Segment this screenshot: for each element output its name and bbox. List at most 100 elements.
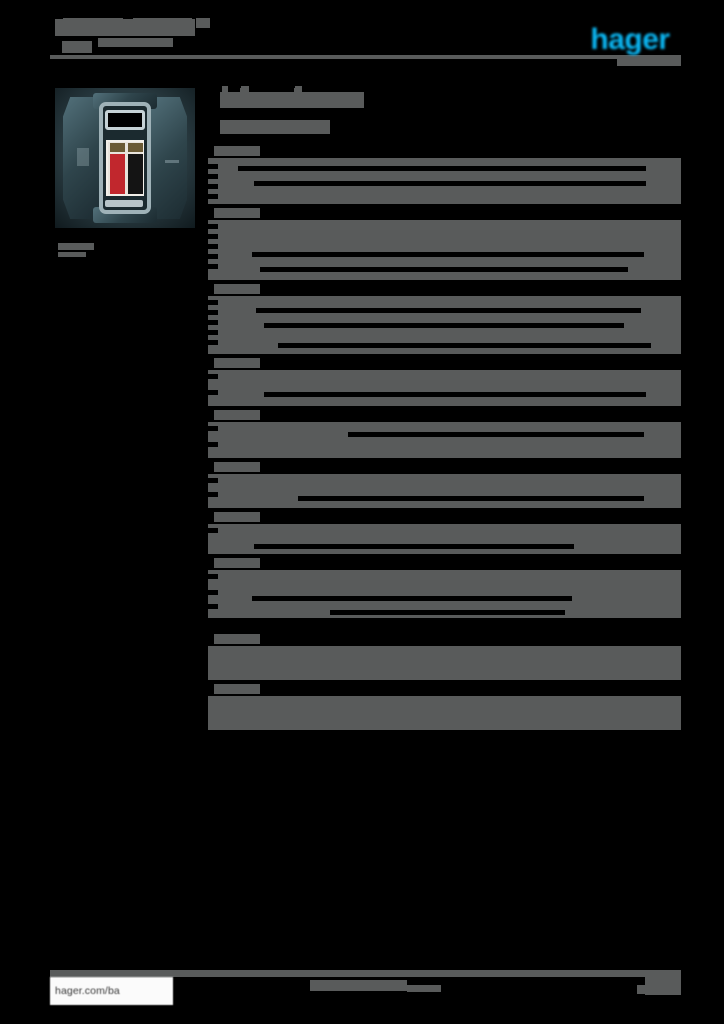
spec-group-band	[208, 696, 681, 730]
specification-table	[208, 146, 681, 730]
spec-row-separator	[252, 252, 644, 257]
spec-group-label-text	[214, 146, 260, 156]
spec-row-separator	[256, 308, 641, 313]
spec-group-band	[208, 646, 681, 680]
spec-group-label-text	[214, 208, 260, 218]
spec-footer-group	[208, 684, 681, 730]
spec-row-tick	[208, 244, 218, 249]
spec-group	[208, 358, 681, 406]
spec-group-band	[208, 220, 681, 280]
spec-group-label-text	[214, 284, 260, 294]
terminal-block	[106, 140, 144, 196]
spec-row-tick	[208, 390, 218, 395]
page-header: hager	[0, 0, 724, 92]
spec-group-band	[208, 474, 681, 508]
spec-row-tick	[208, 478, 218, 483]
header-subtitle	[62, 41, 92, 53]
spec-row-tick	[208, 590, 218, 595]
spec-group-label-text	[214, 410, 260, 420]
spec-row-tick	[208, 300, 218, 305]
spec-row-separator	[254, 544, 574, 549]
spec-group-label-text	[214, 358, 260, 368]
spec-row-separator	[264, 392, 646, 397]
spec-group	[208, 410, 681, 458]
spec-group	[208, 208, 681, 280]
spec-row-tick	[208, 320, 218, 325]
terminal-contact-left	[110, 143, 125, 152]
spec-group-label-text	[214, 684, 260, 694]
product-bottom-notch	[105, 200, 143, 207]
spec-row-tick	[208, 264, 218, 269]
section-title-ascender-1	[222, 88, 228, 94]
header-divider-tail	[617, 59, 681, 66]
spec-group-band	[208, 570, 681, 618]
footer-center-text	[310, 980, 407, 991]
spec-row-tick	[208, 374, 218, 379]
spec-row-separator	[252, 596, 572, 601]
spec-group-band	[208, 524, 681, 554]
spec-row-separator	[254, 181, 646, 186]
spec-row-tick	[208, 234, 218, 239]
terminal-black	[128, 154, 143, 194]
spec-row-separator	[264, 323, 624, 328]
spec-row-tick	[208, 528, 218, 533]
section-title-ascender-2	[240, 88, 248, 94]
spec-group	[208, 146, 681, 204]
section-title-ascender-3	[294, 88, 301, 94]
header-title-fragment-4	[196, 18, 210, 28]
spec-group-label-text	[214, 634, 260, 644]
spec-group	[208, 558, 681, 618]
spec-row-tick	[208, 310, 218, 315]
mounting-claw-left	[63, 97, 103, 219]
spec-row-separator	[330, 610, 565, 615]
spec-row-separator	[238, 166, 646, 171]
spec-group-label	[208, 558, 681, 570]
spec-row-tick	[208, 340, 218, 345]
spec-row-tick	[208, 604, 218, 609]
spec-group-label	[208, 410, 681, 422]
spec-group-band	[208, 158, 681, 204]
product-caption-line-2	[58, 252, 86, 257]
header-reference	[98, 38, 173, 47]
spec-table-spacer	[208, 622, 681, 634]
product-window	[105, 110, 145, 130]
spec-row-tick	[208, 254, 218, 259]
section-title	[208, 88, 681, 110]
spec-row-tick	[208, 426, 218, 431]
terminal-red	[110, 154, 125, 194]
spec-row-separator	[278, 343, 651, 348]
spec-group-label	[208, 512, 681, 524]
spec-row-tick	[208, 330, 218, 335]
spec-row-tick	[208, 184, 218, 189]
mounting-claw-right	[147, 97, 187, 219]
spec-group	[208, 512, 681, 554]
spec-group-label-text	[214, 512, 260, 522]
product-marking-right	[165, 160, 179, 163]
spec-row-tick	[208, 442, 218, 447]
footer-page-number-tail	[637, 985, 655, 994]
footer-center-text-tail	[407, 985, 441, 992]
spec-group-label	[208, 358, 681, 370]
spec-group-band	[208, 370, 681, 406]
spec-row-tick	[208, 174, 218, 179]
spec-group-label	[208, 634, 681, 646]
spec-group-label	[208, 462, 681, 474]
spec-group-label	[208, 684, 681, 696]
spec-group-label	[208, 208, 681, 220]
header-title-fragment-3	[148, 18, 192, 27]
spec-group	[208, 284, 681, 354]
spec-row-tick	[208, 164, 218, 169]
section-subtitle	[208, 118, 681, 136]
footer-url[interactable]: hager.com/ba	[50, 977, 173, 1005]
spec-group	[208, 462, 681, 508]
spec-row-tick	[208, 574, 218, 579]
spec-footer-group	[208, 634, 681, 680]
hager-logo: hager	[585, 25, 675, 55]
spec-row-separator	[298, 496, 644, 501]
product-marking-left	[77, 148, 89, 166]
section-subtitle-text	[220, 120, 330, 134]
spec-row-separator	[348, 432, 644, 437]
spec-group-label	[208, 146, 681, 158]
spec-group-label-text	[214, 558, 260, 568]
spec-group-label-text	[214, 462, 260, 472]
